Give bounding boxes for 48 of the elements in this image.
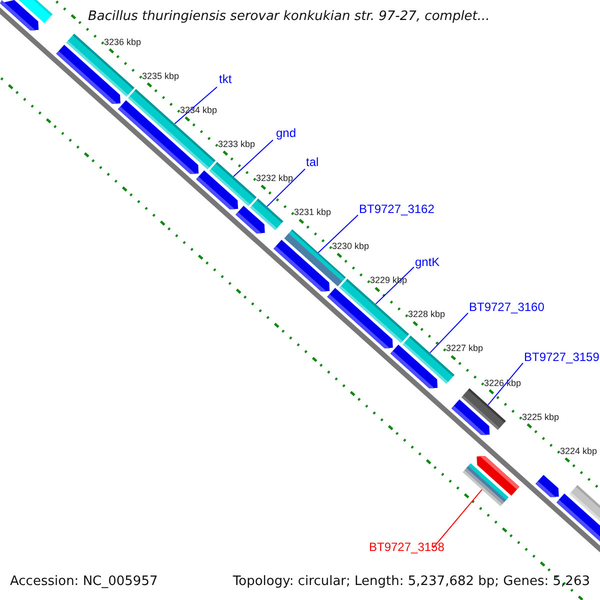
- gene-label: gntK: [415, 256, 440, 268]
- gene-label: BT9727_3158: [369, 541, 444, 553]
- gene-block: [0, 0, 39, 30]
- gene-bar: [569, 485, 600, 522]
- gene-label: BT9727_3160: [469, 301, 544, 313]
- scale-label: 3232 kbp: [256, 174, 294, 183]
- gene-block: [236, 206, 265, 234]
- gene-label: BT9727_3162: [359, 203, 434, 215]
- leader-line: [266, 168, 306, 208]
- gene-block: [274, 240, 330, 292]
- genome-summary: Topology: circular; Length: 5,237,682 bp; Genes: 5,263: [232, 574, 590, 588]
- gene-bar: [462, 463, 509, 506]
- gene-bar: [18, 0, 53, 24]
- gene-label: tkt: [219, 73, 232, 85]
- gene-block: [327, 288, 393, 348]
- leader-line: [488, 362, 524, 406]
- gene-label: tal: [306, 156, 319, 168]
- gene-block: [476, 456, 520, 496]
- title: Bacillus thuringiensis serovar konkukian str. 97-27, complet...: [88, 10, 490, 23]
- scale-label: 3233 kbp: [218, 140, 256, 149]
- scale-label: 3230 kbp: [332, 242, 370, 252]
- scale-label: 3226 kbp: [484, 378, 522, 388]
- gene-block: [118, 100, 199, 174]
- gene-block: [451, 399, 490, 436]
- gene-block: [556, 494, 600, 542]
- scale-label: 3224 kbp: [560, 446, 598, 456]
- scale-label: 3231 kbp: [294, 208, 332, 217]
- scale-label: 3236 kbp: [104, 38, 142, 46]
- gene-block: [390, 344, 438, 388]
- gene-label: gnd: [276, 127, 296, 139]
- gene-bar: [128, 89, 216, 170]
- gene-block: [196, 170, 238, 210]
- leader-line: [375, 266, 414, 305]
- gene-label: BT9727_3159: [524, 351, 600, 363]
- gene-bar: [339, 278, 410, 344]
- gene-bar: [250, 198, 284, 230]
- gene-block: [56, 44, 120, 104]
- gene-block: [536, 474, 559, 498]
- leader-line: [318, 214, 358, 254]
- leader-line: [430, 312, 468, 354]
- gene-bar: [461, 388, 506, 430]
- scale-label: 3228 kbp: [408, 310, 446, 320]
- scale-label: 3235 kbp: [142, 72, 180, 81]
- gene-bar: [209, 162, 257, 206]
- scale-label: 3225 kbp: [522, 412, 560, 422]
- leader-line: [233, 140, 274, 178]
- scale-label: 3227 kbp: [446, 344, 484, 354]
- accession-text: Accession: NC_005957: [10, 574, 158, 588]
